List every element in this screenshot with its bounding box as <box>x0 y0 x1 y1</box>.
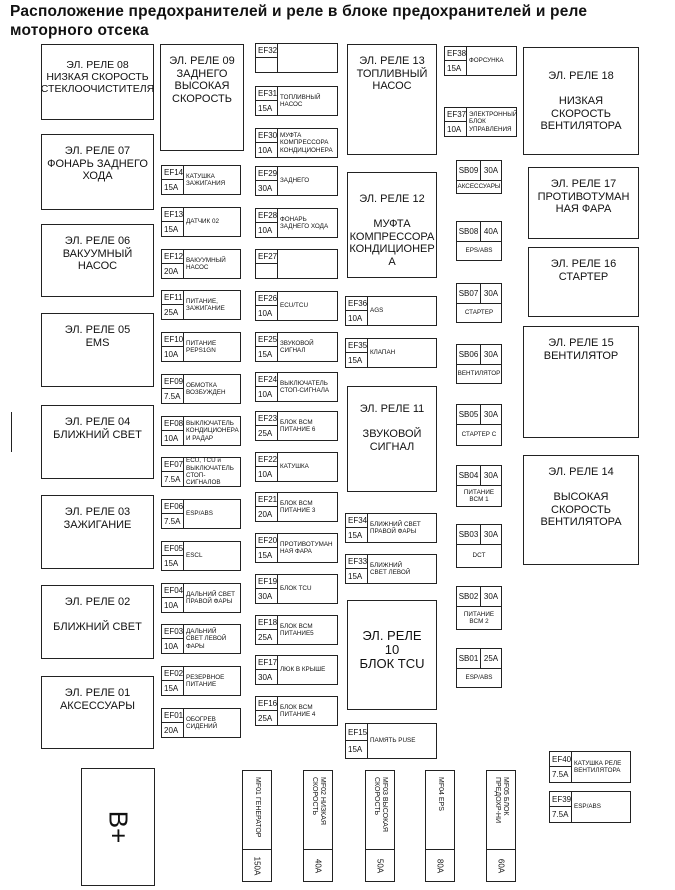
relay-12: ЭЛ. РЕЛЕ 12 МУФТА КОМПРЕССОРА КОНДИЦИОНЕ… <box>347 172 437 278</box>
margin-mark <box>11 412 12 452</box>
relay-02: ЭЛ. РЕЛЕ 02 БЛИЖНИЙ СВЕТ <box>41 585 154 659</box>
relay-16: ЭЛ. РЕЛЕ 16 СТАРТЕР <box>528 247 639 317</box>
relay-05: ЭЛ. РЕЛЕ 05 EMS <box>41 313 154 387</box>
fuse-ef27: EF27 <box>255 249 338 279</box>
relay-15: ЭЛ. РЕЛЕ 15 ВЕНТИЛЯТОР <box>523 326 639 438</box>
relay-03: ЭЛ. РЕЛЕ 03 ЗАЖИГАНИЕ <box>41 495 154 569</box>
relay-07: ЭЛ. РЕЛЕ 07 ФОНАРЬ ЗАДНЕГО ХОДА <box>41 134 154 210</box>
relay-09: ЭЛ. РЕЛЕ 09 ЗАДНЕГО ВЫСОКАЯ СКОРОСТЬ <box>160 44 244 151</box>
fuse-ef32: EF32 <box>255 43 338 73</box>
relay-13: ЭЛ. РЕЛЕ 13 ТОПЛИВНЫЙ НАСОС <box>347 44 437 155</box>
relay-06: ЭЛ. РЕЛЕ 06 ВАКУУМНЫЙ НАСОС <box>41 224 154 297</box>
relay-17: ЭЛ. РЕЛЕ 17 ПРОТИВОТУМАН НАЯ ФАРА <box>528 167 639 239</box>
relay-08: ЭЛ. РЕЛЕ 08 НИЗКАЯ СКОРОСТЬ СТЕКЛООЧИСТИ… <box>41 44 154 120</box>
relay-11: ЭЛ. РЕЛЕ 11 ЗВУКОВОЙ СИГНАЛ <box>347 386 437 492</box>
page-title: Расположение предохранителей и реле в бл… <box>10 3 588 39</box>
battery-terminal: B+ <box>81 768 155 886</box>
relay-01: ЭЛ. РЕЛЕ 01 АКСЕССУАРЫ <box>41 676 154 749</box>
relay-10: ЭЛ. РЕЛЕ 10 БЛОК TCU <box>347 600 437 710</box>
relay-18: ЭЛ. РЕЛЕ 18 НИЗКАЯ СКОРОСТЬ ВЕНТИЛЯТОРА <box>523 47 639 155</box>
relay-04: ЭЛ. РЕЛЕ 04 БЛИЖНИЙ СВЕТ <box>41 405 154 479</box>
relay-14: ЭЛ. РЕЛЕ 14 ВЫСОКАЯ СКОРОСТЬ ВЕНТИЛЯТОРА <box>523 455 639 565</box>
